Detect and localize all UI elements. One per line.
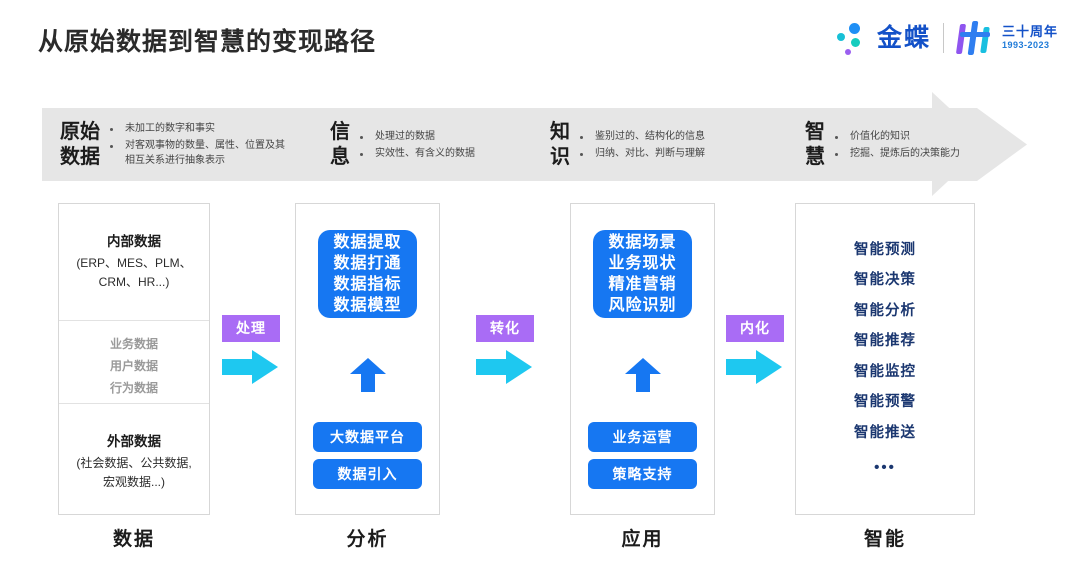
application-capability-item: 精准营销 xyxy=(608,276,677,293)
kingdee-dots-icon xyxy=(835,21,871,55)
banner-stage-title: 智 慧 xyxy=(805,120,825,168)
page-title: 从原始数据到智慧的变现路径 xyxy=(38,28,377,56)
brand-name: 金蝶 xyxy=(876,23,931,52)
banner-bullet-text: 价值化的知识 xyxy=(850,130,910,142)
banner-bullet-text: 对客观事物的数量、属性、位置及其相互关系进行抽象表示 xyxy=(125,140,285,166)
analysis-platform-pill[interactable]: 大数据平台 xyxy=(313,422,422,452)
analysis-capability-box[interactable]: 数据提取 数据打通 数据指标 数据模型 xyxy=(318,230,417,318)
bullet-dot-icon xyxy=(580,135,583,139)
analysis-capability-item: 数据提取 xyxy=(333,233,402,251)
card-data[interactable]: 内部数据 (ERP、MES、PLM、 CRM、HR...) 业务数据 用户数据 … xyxy=(58,203,210,515)
stage-banner-arrowhead-icon xyxy=(932,92,988,196)
bullet-dot-icon xyxy=(110,145,113,148)
column-label-data: 数据 xyxy=(112,529,155,550)
connector-arrow-icon xyxy=(222,350,280,384)
bullet-dot-icon xyxy=(835,135,838,139)
analysis-up-arrow-icon xyxy=(350,358,386,392)
external-data-title: 外部数据 xyxy=(107,434,161,449)
banner-bullet-text: 归纳、对比、判断与理解 xyxy=(595,147,705,159)
banner-stage-wisdom: 智 慧 价值化的知识 挖掘、提炼后的决策能力 xyxy=(805,108,960,181)
banner-stage-knowledge: 知 识 鉴别过的、结构化的信息 归纳、对比、判断与理解 xyxy=(550,108,705,181)
anniversary-badge: 三十周年 1993-2023 xyxy=(955,21,1058,55)
application-capability-box[interactable]: 数据场景 业务现状 精准营销 风险识别 xyxy=(593,230,692,318)
data-type-item: 行为数据 xyxy=(109,381,158,396)
application-strategy-pill[interactable]: 策略支持 xyxy=(588,459,697,489)
column-label-analysis: 分析 xyxy=(346,529,389,550)
application-up-arrow-icon xyxy=(625,358,661,392)
bullet-dot-icon xyxy=(580,152,583,156)
analysis-capability-item: 数据模型 xyxy=(333,297,402,315)
application-capability-item: 风险识别 xyxy=(608,297,677,315)
internal-data-subtitle: (ERP、MES、PLM、 CRM、HR...) xyxy=(76,256,192,289)
connector-arrow-icon xyxy=(726,350,784,384)
banner-bullet-text: 处理过的数据 xyxy=(375,130,435,142)
external-data-section: 外部数据 (社会数据、公共数据, 宏观数据...) xyxy=(59,404,209,514)
stage-banner xyxy=(42,108,1027,181)
internal-data-title: 内部数据 xyxy=(107,234,161,249)
analysis-capability-item: 数据打通 xyxy=(333,254,402,272)
connector-label: 内化 xyxy=(726,315,784,342)
card-smart[interactable] xyxy=(795,203,975,515)
brand-divider xyxy=(942,23,944,53)
application-capability-item: 数据场景 xyxy=(608,233,677,251)
application-capability-item: 业务现状 xyxy=(608,254,677,272)
analysis-ingest-pill[interactable]: 数据引入 xyxy=(313,459,422,489)
banner-bullet-text: 未加工的数字和事实 xyxy=(125,123,215,134)
anniversary-years: 1993-2023 xyxy=(1001,40,1050,51)
banner-bullet-text: 挖掘、提炼后的决策能力 xyxy=(850,147,960,159)
application-operations-pill[interactable]: 业务运营 xyxy=(588,422,697,452)
connector-label: 处理 xyxy=(222,315,280,342)
brand-logo: 金蝶 三十周年 1993-2023 xyxy=(835,18,1058,58)
connector-internalization: 内化 xyxy=(726,315,784,384)
column-label-application: 应用 xyxy=(621,529,664,550)
column-label-smart: 智能 xyxy=(863,529,906,550)
banner-stage-raw-data: 原始 数据 未加工的数字和事实 对客观事物的数量、属性、位置及其相互关系进行抽象… xyxy=(60,108,293,181)
external-data-subtitle: (社会数据、公共数据, 宏观数据...) xyxy=(76,456,192,489)
banner-stage-title: 原始 数据 xyxy=(60,120,100,168)
bullet-dot-icon xyxy=(360,152,363,156)
connector-label: 转化 xyxy=(476,315,534,342)
analysis-capability-item: 数据指标 xyxy=(333,276,402,293)
banner-stage-title: 知 识 xyxy=(550,120,570,168)
connector-arrow-icon xyxy=(476,350,534,384)
data-types-section: 业务数据 用户数据 行为数据 xyxy=(59,320,209,404)
banner-stage-title: 信 息 xyxy=(330,120,350,168)
banner-bullet-text: 实效性、有含义的数据 xyxy=(375,147,475,159)
connector-transformation: 转化 xyxy=(476,315,534,384)
anniversary-mark-icon xyxy=(955,21,996,55)
bullet-dot-icon xyxy=(360,135,363,139)
bullet-dot-icon xyxy=(835,152,838,156)
anniversary-label: 三十周年 xyxy=(1001,24,1058,40)
data-type-item: 业务数据 xyxy=(109,337,158,351)
bullet-dot-icon xyxy=(110,128,113,131)
banner-bullet-text: 鉴别过的、结构化的信息 xyxy=(595,130,705,142)
connector-processing: 处理 xyxy=(222,315,280,384)
banner-stage-information: 信 息 处理过的数据 实效性、有含义的数据 xyxy=(330,108,475,181)
internal-data-section: 内部数据 (ERP、MES、PLM、 CRM、HR...) xyxy=(59,204,209,320)
data-type-item: 用户数据 xyxy=(109,359,158,374)
